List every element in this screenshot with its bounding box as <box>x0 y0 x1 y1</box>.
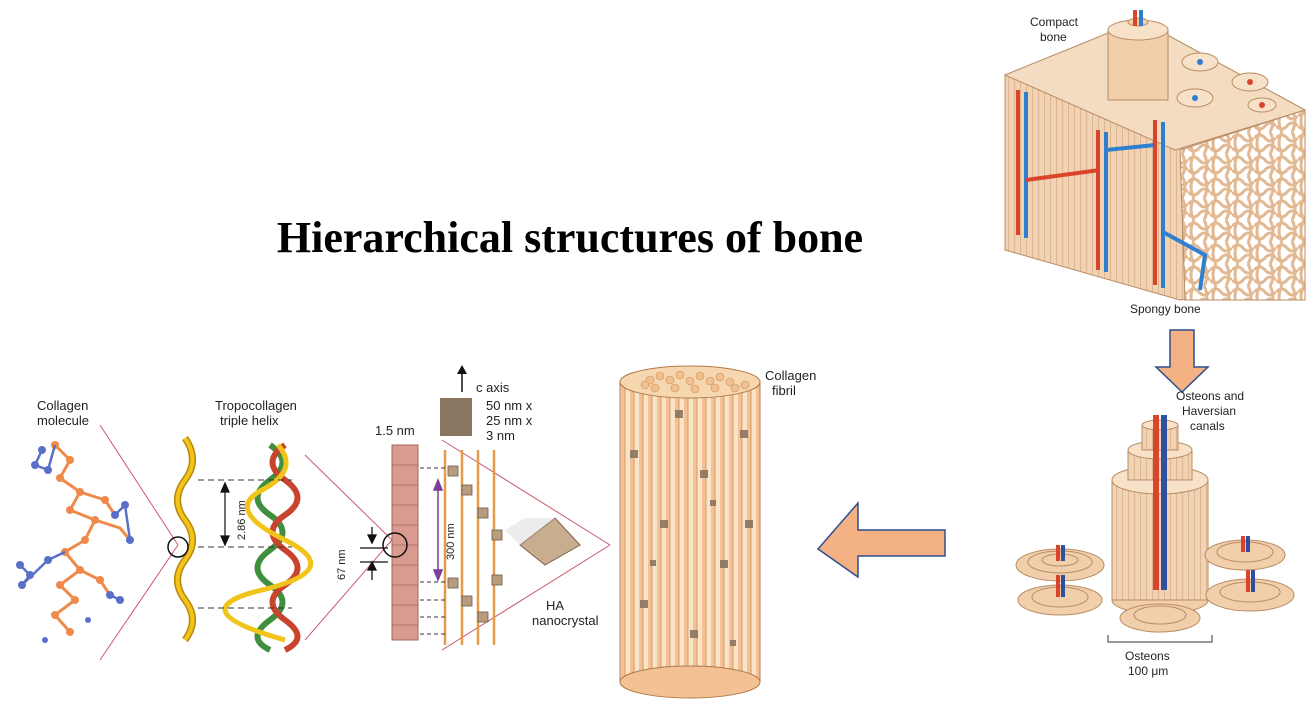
pitch-label: 2.86 nm <box>236 500 248 540</box>
collagen-fibril-label-2: fibril <box>772 383 796 398</box>
compact-bone-illustration: Compact bone Spongy bone <box>1005 10 1305 316</box>
tropocollagen-label-1: Tropocollagen <box>215 398 297 413</box>
compact-bone-label-2: bone <box>1040 30 1067 44</box>
osteons-canals-label-2: Haversian <box>1182 404 1236 418</box>
c-axis-label: c axis <box>476 380 510 395</box>
osteon-disk-3 <box>1018 575 1102 615</box>
collagen-molecule: Collagen molecule <box>16 398 134 643</box>
diameter-label: 1.5 nm <box>375 423 415 438</box>
osteon-ring-2 <box>1232 73 1268 91</box>
collagen-molecule-label-1: Collagen <box>37 398 88 413</box>
mineralized-fibril-detail: 1.5 nm c axis 50 nm x 25 nm x 3 nm HA na… <box>336 365 599 645</box>
osteons-canals-label-1: Osteons and <box>1176 389 1244 403</box>
single-collagen-chain <box>168 438 193 640</box>
tropocollagen-triple-helix: Tropocollagen triple helix 2.86 nm <box>198 398 311 650</box>
osteon-disk-2 <box>1205 536 1285 570</box>
down-arrow <box>1156 330 1208 392</box>
collagen-molecule-label-2: molecule <box>37 413 89 428</box>
tropocollagen-label-2: triple helix <box>220 413 279 428</box>
gap-label: 300 nm <box>445 523 457 560</box>
crystal-dim-label-1: 50 nm x <box>486 398 533 413</box>
osteons-canals-label-3: canals <box>1190 419 1225 433</box>
osteon-disk-4 <box>1206 570 1294 611</box>
collagen-fibril-illustration: Collagen fibril <box>620 366 816 698</box>
ha-label-2: nanocrystal <box>532 613 599 628</box>
osteon-ring-3 <box>1177 89 1213 107</box>
osteon-ring-4 <box>1248 98 1276 112</box>
spongy-bone-label: Spongy bone <box>1130 302 1201 316</box>
osteons-illustration: Osteons and Haversian canals Osteons 100… <box>1016 389 1294 678</box>
compact-bone-label-1: Compact <box>1030 15 1079 29</box>
period-label: 67 nm <box>336 549 348 580</box>
collagen-fibril-label-1: Collagen <box>765 368 816 383</box>
osteon-disk-5 <box>1120 604 1200 632</box>
ha-label-1: HA <box>546 598 564 613</box>
osteons-label: Osteons <box>1125 649 1170 663</box>
left-arrow <box>818 503 945 577</box>
osteons-scale-label: 100 μm <box>1128 664 1168 678</box>
crystal-dim-label-2: 25 nm x <box>486 413 533 428</box>
osteon-ring-1 <box>1182 53 1218 71</box>
crystal-dim-label-3: 3 nm <box>486 428 515 443</box>
